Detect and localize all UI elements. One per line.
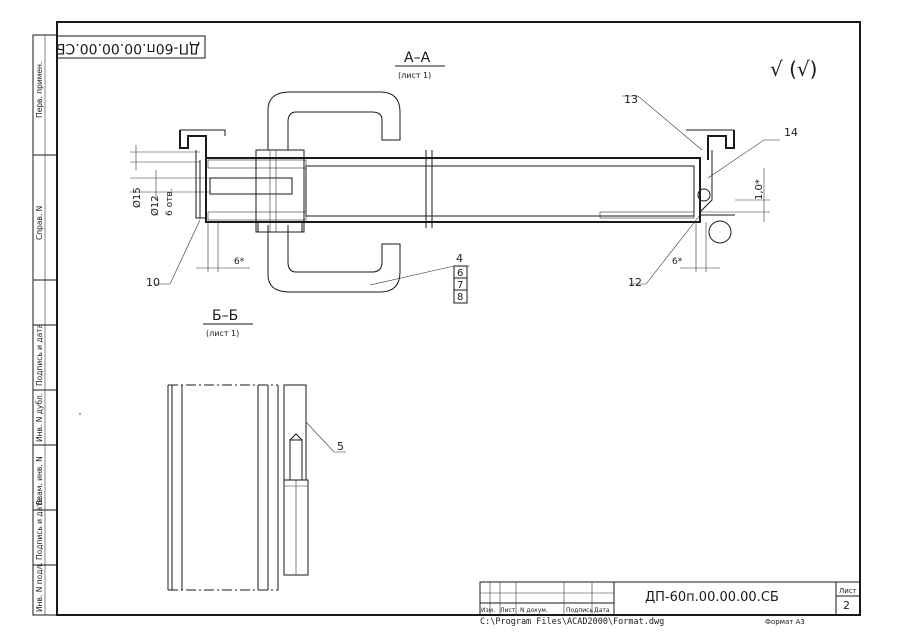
callout-5: 5 [337, 440, 344, 453]
callout-6: 6 [457, 268, 463, 279]
margin-label-podp-data-2: Подпись и дата [35, 498, 44, 560]
margin-label-podp-data-1: Подпись и дата [35, 324, 44, 386]
title-block-code: ДП-60п.00.00.00.СБ [645, 590, 779, 605]
title-block-sheet-number: 2 [843, 599, 850, 612]
margin-label-perv-primen: Перв. примен. [35, 62, 44, 118]
margin-label-vzam-inv: Взам. инв. N [35, 456, 44, 505]
title-header-podpis: Подпись [566, 607, 593, 614]
sheet-frame [32, 21, 861, 616]
dim-d12: Ø12 [149, 195, 161, 216]
dim-six-right: 6* [672, 257, 683, 267]
margin-label-sprav-n: Справ. N [35, 206, 44, 240]
dim-six-left: 6* [234, 257, 245, 267]
title-header-n-dokum: N докум. [520, 607, 548, 614]
roughness-mark: √ (√) [770, 57, 817, 81]
section-bb-drawing [167, 384, 346, 591]
margin-label-inv-podl: Инв. N подл. [35, 562, 44, 612]
title-header-izm: Изм. [481, 607, 495, 614]
section-aa-drawing [130, 91, 780, 303]
section-aa-title: А–А [404, 50, 431, 66]
title-block [479, 581, 861, 616]
dim-one-zero: 1,0* [754, 179, 765, 200]
callout-4: 4 [456, 252, 463, 265]
footer-file-path: C:\Program Files\ACAD2000\Format.dwg [480, 617, 664, 627]
callout-10: 10 [146, 276, 160, 289]
footer-format: Формат А3 [765, 618, 805, 626]
section-aa-subtitle: (лист 1) [398, 71, 431, 80]
section-bb-subtitle: (лист 1) [206, 329, 239, 338]
callout-8: 8 [457, 292, 463, 303]
title-header-list: Лист [500, 607, 516, 614]
title-block-sheet-label: Лист [839, 587, 857, 595]
callout-14: 14 [784, 126, 798, 139]
margin-label-inv-dubl: Инв. N дубл. [35, 393, 44, 442]
mirrored-code-box: ДП-60п.00.00.00.СБ [56, 35, 206, 59]
callout-7: 7 [457, 280, 463, 291]
dim-holes: 6 отв. [165, 188, 175, 216]
section-bb-title: Б–Б [212, 308, 238, 324]
dim-d15: Ø15 [131, 187, 143, 208]
callout-13: 13 [624, 93, 638, 106]
mirrored-code: ДП-60п.00.00.00.СБ [56, 40, 200, 56]
callout-12: 12 [628, 276, 642, 289]
callout-stack-6-7-8 [453, 265, 468, 304]
title-header-data: Дата [594, 607, 610, 614]
